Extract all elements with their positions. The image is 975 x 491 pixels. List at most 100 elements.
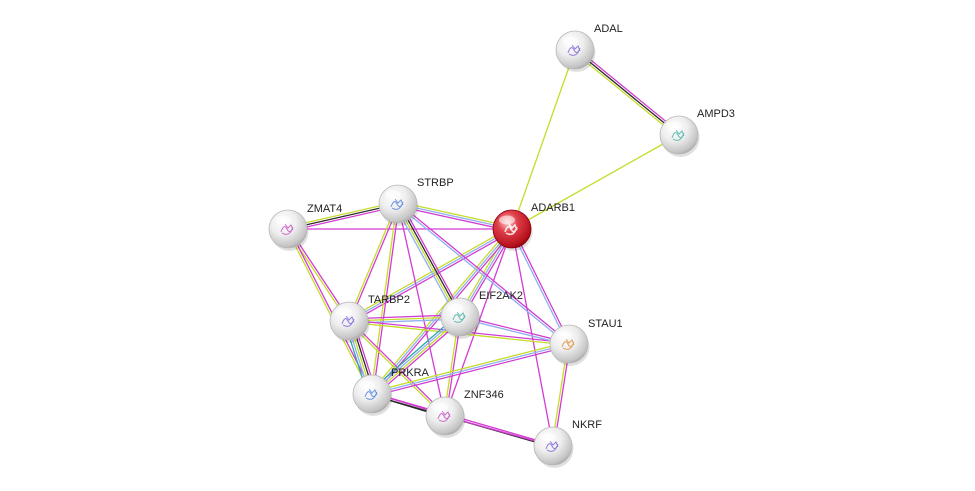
- edge-line-pink: [373, 318, 463, 397]
- node-sphere[interactable]: [533, 426, 573, 466]
- node-tarbp2[interactable]: TARBP2: [329, 294, 410, 343]
- node-eif2ak2[interactable]: EIF2AK2: [440, 290, 523, 339]
- node-label-nkrf: NKRF: [572, 419, 602, 431]
- edge-line-blue: [510, 229, 569, 345]
- edge-line-yellow: [396, 204, 460, 318]
- node-label-ampd3: AMPD3: [697, 108, 735, 120]
- node-highlight: [499, 215, 515, 225]
- edge-adal-ampd3: [573, 47, 681, 138]
- node-ampd3[interactable]: AMPD3: [659, 108, 735, 157]
- edge-line-yellow: [398, 201, 513, 228]
- edge-line-yellow: [372, 317, 462, 396]
- edge-line-teal: [369, 314, 459, 393]
- node-highlight: [556, 330, 572, 340]
- edge-adarb1-nkrf: [511, 228, 554, 447]
- edge-strbp-eif2ak2: [394, 202, 464, 319]
- edge-line-black: [398, 203, 462, 317]
- node-highlight: [359, 380, 375, 390]
- edge-line-blue: [348, 228, 513, 322]
- edge-line-pink: [398, 202, 571, 344]
- node-sphere[interactable]: [659, 115, 699, 155]
- node-label-prkra: PRKRA: [391, 367, 430, 379]
- protein-structure-icon: [561, 338, 575, 350]
- protein-structure-icon: [280, 223, 294, 235]
- protein-structure-icon: [567, 44, 581, 56]
- edge-line-yellow: [573, 51, 679, 138]
- node-highlight: [432, 402, 448, 412]
- protein-structure-icon: [341, 315, 355, 327]
- protein-structure-icon: [390, 198, 404, 210]
- node-sphere[interactable]: [425, 396, 465, 436]
- protein-structure-icon: [504, 223, 518, 236]
- edge-line-pink: [349, 230, 514, 324]
- node-highlight: [540, 432, 556, 442]
- protein-structure-icon: [671, 129, 685, 141]
- node-highlight: [562, 36, 578, 46]
- node-label-strbp: STRBP: [417, 177, 454, 189]
- node-sphere[interactable]: [329, 301, 369, 341]
- edge-line-pink: [397, 203, 446, 417]
- node-label-zmat4: ZMAT4: [307, 203, 342, 215]
- protein-structure-icon: [437, 410, 451, 422]
- node-label-znf346: ZNF346: [464, 389, 504, 401]
- edge-line-blue: [394, 205, 458, 319]
- edge-line-pink: [575, 47, 681, 134]
- node-label-adarb1: ADARB1: [531, 202, 575, 214]
- edges-layer: [286, 47, 681, 448]
- node-adarb1[interactable]: ADARB1: [492, 202, 575, 251]
- edge-stau1-prkra: [371, 341, 570, 397]
- edge-line-pink: [512, 228, 571, 344]
- node-sphere[interactable]: [555, 30, 595, 70]
- edge-line-blue: [397, 203, 513, 230]
- edge-eif2ak2-prkra: [369, 314, 463, 397]
- edge-ampd3-adarb1: [511, 134, 680, 230]
- edge-line-blue: [396, 204, 569, 346]
- edge-line-pink: [400, 202, 464, 316]
- edge-strbp-tarbp2: [347, 203, 400, 322]
- node-nkrf[interactable]: NKRF: [533, 419, 602, 468]
- node-highlight: [447, 303, 463, 313]
- node-adal[interactable]: ADAL: [555, 23, 623, 72]
- node-stau1[interactable]: STAU1: [549, 318, 623, 366]
- edge-line-yellow: [511, 49, 576, 230]
- edge-line-yellow: [347, 226, 512, 320]
- edge-strbp-prkra: [370, 203, 400, 395]
- edge-strbp-stau1: [396, 202, 571, 346]
- edge-line-blue: [370, 315, 460, 394]
- node-sphere[interactable]: [352, 374, 392, 414]
- edge-adarb1-tarbp2: [347, 226, 514, 324]
- edge-line-pink: [511, 228, 554, 447]
- edge-line-pink: [349, 204, 400, 322]
- protein-structure-icon: [364, 388, 378, 400]
- edge-adarb1-stau1: [510, 228, 571, 345]
- edge-strbp-znf346: [397, 203, 446, 417]
- node-label-eif2ak2: EIF2AK2: [479, 290, 523, 302]
- protein-structure-icon: [545, 440, 559, 452]
- node-zmat4[interactable]: ZMAT4: [268, 203, 342, 251]
- edge-line-black: [574, 49, 680, 136]
- edge-line-yellow: [371, 341, 569, 393]
- node-sphere[interactable]: [268, 209, 308, 249]
- edge-line-blue: [371, 343, 570, 395]
- edge-adal-adarb1: [511, 49, 576, 230]
- node-sphere[interactable]: [440, 297, 480, 337]
- edge-line-yellow: [370, 203, 398, 394]
- protein-structure-icon: [452, 311, 466, 323]
- edge-line-pink: [372, 345, 570, 397]
- node-label-tarbp2: TARBP2: [368, 294, 410, 306]
- node-highlight: [336, 307, 352, 317]
- node-znf346[interactable]: ZNF346: [425, 389, 504, 438]
- node-strbp[interactable]: STRBP: [378, 177, 454, 226]
- node-sphere[interactable]: [549, 324, 589, 364]
- node-highlight: [666, 121, 682, 131]
- edge-line-yellow: [511, 134, 680, 230]
- node-label-adal: ADAL: [594, 23, 623, 35]
- node-prkra[interactable]: PRKRA: [352, 367, 430, 416]
- node-sphere[interactable]: [378, 184, 418, 224]
- edge-line-yellow: [347, 321, 445, 418]
- node-highlight: [275, 215, 291, 225]
- edge-line-yellow: [286, 229, 372, 395]
- edge-adarb1-strbp: [397, 201, 513, 232]
- edge-line-yellow: [369, 227, 511, 393]
